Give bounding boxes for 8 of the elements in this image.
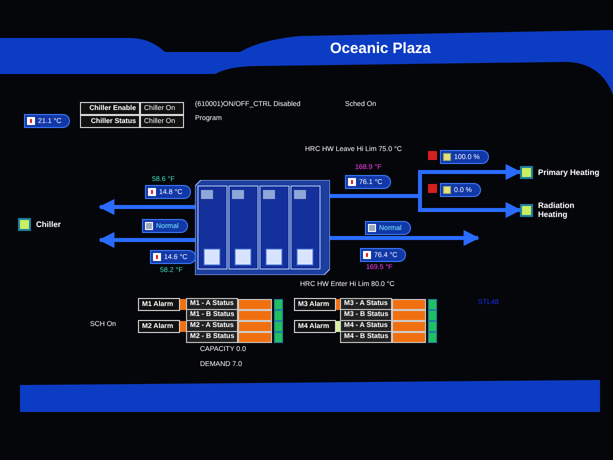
equipment-label: Primary Heating	[538, 168, 600, 176]
pipe-arrow	[98, 232, 195, 248]
pipe-arrow	[98, 199, 195, 215]
equipment-label: Radiation Heating	[538, 201, 576, 219]
equipment-label: Chiller	[36, 220, 61, 228]
pipe-arrow	[330, 230, 480, 246]
chiller-stack-drawing	[195, 180, 330, 275]
page-title: Oceanic Plaza	[330, 40, 431, 57]
